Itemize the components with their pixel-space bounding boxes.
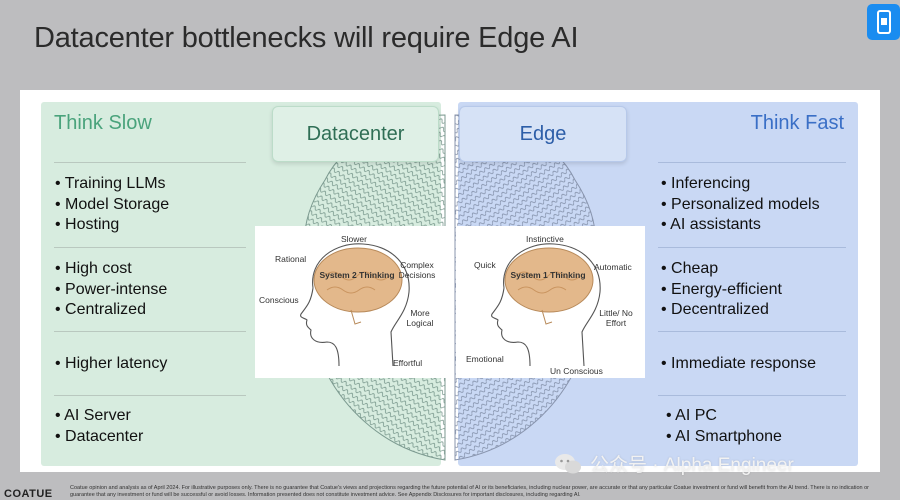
quick-label: Quick [474, 260, 496, 270]
edge-uses-list: Inferencing Personalized models AI assis… [661, 174, 820, 236]
conscious-label: Conscious [259, 295, 299, 305]
instinctive-label: Instinctive [526, 234, 564, 244]
list-item: High cost [55, 259, 167, 280]
list-item: Model Storage [55, 195, 169, 216]
rational-label: Rational [275, 254, 307, 264]
little-no-effort-label: Little/ No Effort [599, 308, 633, 328]
list-item: Datacenter [55, 427, 143, 448]
divider [54, 162, 246, 163]
wechat-icon [555, 453, 581, 473]
divider [54, 331, 246, 332]
list-item: Inferencing [661, 174, 820, 195]
head-profile-icon [300, 243, 410, 367]
list-item: AI PC [666, 406, 782, 427]
list-item: Training LLMs [55, 174, 169, 195]
disclaimer-text: Coatue opinion and analysis as of April … [70, 485, 870, 498]
complex-decisions-label: Complex Decisions [398, 260, 436, 280]
edge-cost-list: Cheap Energy-efficient Decentralized [661, 259, 782, 321]
list-item: AI Smartphone [666, 427, 782, 448]
list-item: Cheap [661, 259, 782, 280]
list-item: Power-intense [55, 280, 167, 301]
system1-center-label: System 1 Thinking [510, 270, 586, 280]
list-item: Hosting [55, 215, 169, 236]
emotional-label: Emotional [466, 354, 504, 364]
automatic-label: Automatic [594, 262, 632, 272]
system2-center-label: System 2 Thinking [319, 270, 395, 280]
divider [658, 162, 846, 163]
effortful-label: Effortful [393, 358, 423, 368]
phone-icon[interactable] [867, 4, 900, 40]
slower-label: Slower [341, 234, 367, 244]
think-fast-heading: Think Fast [750, 112, 844, 134]
list-item: Immediate response [661, 354, 816, 375]
wechat-watermark: 公众号 · Alpha Engineer [554, 450, 794, 477]
watermark-text: 公众号 · Alpha Engineer [590, 455, 794, 476]
list-item: Higher latency [55, 354, 167, 375]
list-item: Centralized [55, 300, 167, 321]
system1-diagram: System 1 Thinking Instinctive Quick Auto… [456, 226, 645, 378]
think-slow-heading: Think Slow [54, 112, 152, 134]
divider [658, 395, 846, 396]
divider [54, 395, 246, 396]
list-item: Personalized models [661, 195, 820, 216]
datacenter-uses-list: Training LLMs Model Storage Hosting [55, 174, 169, 236]
list-item: Decentralized [661, 300, 782, 321]
divider [54, 247, 246, 248]
unconscious-label: Un Conscious [550, 366, 603, 376]
coatue-logo: COATUE [4, 488, 53, 500]
datacenter-latency-list: Higher latency [55, 354, 167, 375]
slide-title: Datacenter bottlenecks will require Edge… [34, 22, 579, 54]
list-item: Energy-efficient [661, 280, 782, 301]
system2-diagram: System 2 Thinking Slower Rational Comple… [255, 226, 449, 378]
datacenter-hardware-list: AI Server Datacenter [55, 406, 143, 447]
edge-latency-list: Immediate response [661, 354, 816, 375]
more-logical-label: More Logical [406, 308, 434, 328]
divider [658, 247, 846, 248]
head-profile-icon [491, 243, 601, 367]
datacenter-tab: Datacenter [272, 106, 439, 162]
list-item: AI Server [55, 406, 143, 427]
edge-hardware-list: AI PC AI Smartphone [666, 406, 782, 447]
datacenter-cost-list: High cost Power-intense Centralized [55, 259, 167, 321]
list-item: AI assistants [661, 215, 820, 236]
divider [658, 331, 846, 332]
edge-tab: Edge [459, 106, 627, 162]
